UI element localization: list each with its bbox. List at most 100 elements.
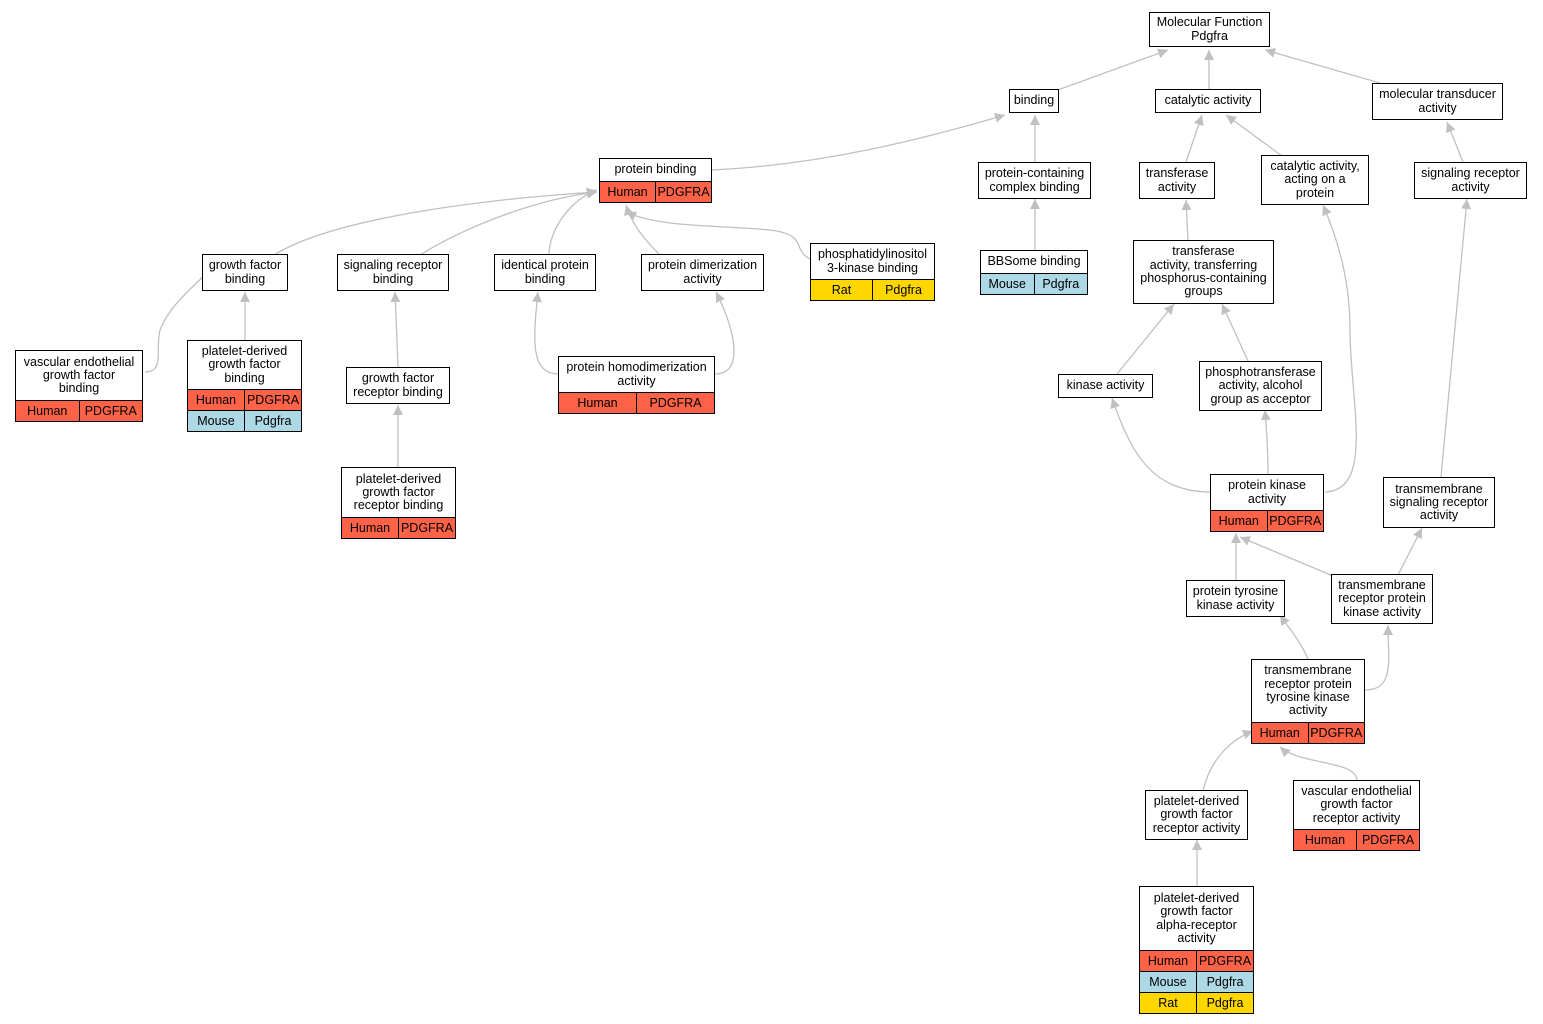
node-label: identical protein binding xyxy=(495,255,595,290)
label-line: growth factor xyxy=(208,258,282,273)
node-pdgf-binding[interactable]: platelet-derived growth factor binding H… xyxy=(187,340,302,432)
node-binding[interactable]: binding xyxy=(1009,89,1059,113)
node-signaling-receptor-activity[interactable]: signaling receptor activity xyxy=(1414,162,1527,199)
node-label: transferase activity xyxy=(1140,163,1214,198)
node-signaling-receptor-binding[interactable]: signaling receptor binding xyxy=(337,254,449,291)
label-line: phosphorus-containing xyxy=(1140,271,1267,285)
edge-sigbind-to-protein xyxy=(419,188,598,256)
label-line: platelet-derived xyxy=(1153,890,1240,905)
gene-cell: PDGFRA xyxy=(1307,723,1364,743)
label-line: receptor protein xyxy=(1338,591,1426,606)
node-transmembrane-signaling-receptor-activity[interactable]: transmembrane signaling receptor activit… xyxy=(1383,477,1495,528)
gene-cell: Pdgfra xyxy=(1196,993,1253,1013)
species-cell: Human xyxy=(16,401,79,421)
label-line: growth factor xyxy=(361,371,435,386)
gene-cell: Pdgfra xyxy=(872,280,934,300)
node-identical-protein-binding[interactable]: identical protein binding xyxy=(494,254,596,291)
label-line: growth factor xyxy=(208,357,281,372)
label-line: binding xyxy=(372,271,414,286)
label-line: activity xyxy=(1177,930,1216,945)
label-line: growth factor xyxy=(1320,797,1393,812)
edge-vegf-to-gf xyxy=(144,264,216,373)
species-row-human: Human PDGFRA xyxy=(1211,510,1323,531)
label-line: protein binding xyxy=(614,162,697,177)
label-line: alpha-receptor xyxy=(1156,917,1237,932)
species-cell: Human xyxy=(559,393,636,413)
node-protein-binding[interactable]: protein binding Human PDGFRA xyxy=(599,158,712,203)
species-row-mouse: Mouse Pdgfra xyxy=(1140,971,1253,992)
node-transferase-activity[interactable]: transferase activity xyxy=(1139,162,1215,199)
label-line: activity xyxy=(1418,100,1457,115)
node-protein-tyrosine-kinase-activity[interactable]: protein tyrosine kinase activity xyxy=(1186,580,1285,617)
node-label: signaling receptor binding xyxy=(338,255,448,290)
label-line: receptor activity xyxy=(1312,810,1401,825)
label-line: acting on a xyxy=(1284,172,1346,187)
node-transmembrane-receptor-protein-kinase[interactable]: transmembrane receptor protein kinase ac… xyxy=(1331,574,1433,624)
label-line: activity xyxy=(683,271,722,286)
edge-rtk-to-trpk xyxy=(1364,624,1394,691)
node-label: vascular endothelial growth factor recep… xyxy=(1294,781,1419,829)
species-cell: Mouse xyxy=(981,274,1034,294)
species-cell: Rat xyxy=(1140,993,1196,1013)
species-row-human: Human PDGFRA xyxy=(600,181,711,202)
node-label: molecular transducer activity xyxy=(1373,84,1502,119)
label-line: phosphatidylinositol xyxy=(817,247,928,262)
node-protein-containing-complex-binding[interactable]: protein-containing complex binding xyxy=(978,162,1091,199)
node-transmembrane-receptor-tyrosine-kinase[interactable]: transmembrane receptor protein tyrosine … xyxy=(1251,659,1365,744)
node-protein-homodimerization-activity[interactable]: protein homodimerization activity Human … xyxy=(558,356,715,414)
label-line: groups xyxy=(1184,284,1223,299)
label-line: receptor activity xyxy=(1152,820,1241,835)
label-line: protein tyrosine xyxy=(1192,584,1279,599)
edge-homodimer-to-identical xyxy=(531,291,560,375)
node-phosphotransferase-alcohol[interactable]: phosphotransferase activity, alcohol gro… xyxy=(1199,361,1322,411)
label-line: tyrosine kinase xyxy=(1266,690,1350,704)
node-bbsome-binding[interactable]: BBSome binding Mouse Pdgfra xyxy=(980,250,1088,295)
label-line: 3-kinase binding xyxy=(826,260,919,275)
node-molecular-transducer-activity[interactable]: molecular transducer activity xyxy=(1372,83,1503,120)
node-label: platelet-derived growth factor receptor … xyxy=(342,468,455,517)
label-line: receptor protein xyxy=(1264,676,1352,691)
node-protein-kinase-activity[interactable]: protein kinase activity Human PDGFRA xyxy=(1210,474,1324,532)
edge-gfbinding-to-protein xyxy=(273,187,598,256)
label-line: identical protein xyxy=(501,258,589,273)
label-line: BBSome binding xyxy=(987,254,1081,269)
label-line: platelet-derived xyxy=(355,471,442,486)
node-label: signaling receptor activity xyxy=(1415,163,1526,198)
node-label: catalytic activity, acting on a protein xyxy=(1262,156,1368,204)
gene-cell: PDGFRA xyxy=(636,393,714,413)
node-growth-factor-receptor-binding[interactable]: growth factor receptor binding xyxy=(346,367,450,404)
label-line: activity xyxy=(1451,179,1490,194)
label-line: signaling receptor xyxy=(343,258,443,273)
node-label: Molecular Function Pdgfra xyxy=(1150,13,1269,46)
label-line: molecular transducer xyxy=(1379,87,1496,102)
node-kinase-activity[interactable]: kinase activity xyxy=(1058,374,1153,398)
node-label: protein-containing complex binding xyxy=(979,163,1090,198)
edge-trpk-to-pk xyxy=(1239,536,1334,577)
label-line: growth factor xyxy=(42,367,116,382)
gene-cell: PDGFRA xyxy=(78,401,142,421)
node-protein-dimerization-activity[interactable]: protein dimerization activity xyxy=(641,254,764,291)
node-vegf-receptor-activity[interactable]: vascular endothelial growth factor recep… xyxy=(1293,780,1420,851)
label-line: protein xyxy=(1295,185,1335,200)
species-row-human: Human PDGFRA xyxy=(559,392,714,413)
label-line: activity xyxy=(1157,179,1197,194)
node-vegf-binding[interactable]: vascular endothelial growth factor bindi… xyxy=(15,350,143,422)
node-phosphatidylinositol-3-kinase-binding[interactable]: phosphatidylinositol 3-kinase binding Ra… xyxy=(810,243,935,301)
node-pdgf-alpha-receptor-activity[interactable]: platelet-derived growth factor alpha-rec… xyxy=(1139,886,1254,1014)
node-label: protein dimerization activity xyxy=(642,255,763,290)
label-line: kinase activity xyxy=(1196,597,1275,612)
node-label: phosphatidylinositol 3-kinase binding xyxy=(811,244,934,279)
edge-kinase-to-transphos xyxy=(1116,303,1175,375)
node-catalytic-activity-acting-on-protein[interactable]: catalytic activity, acting on a protein xyxy=(1261,155,1369,205)
node-molecular-function-root[interactable]: Molecular Function Pdgfra xyxy=(1149,12,1270,47)
node-label: growth factor binding xyxy=(203,255,287,290)
node-catalytic-activity[interactable]: catalytic activity xyxy=(1155,89,1261,113)
label-line: transferase xyxy=(1172,244,1235,259)
gene-cell: PDGFRA xyxy=(1356,830,1419,850)
node-growth-factor-binding[interactable]: growth factor binding xyxy=(202,254,288,291)
node-pdgf-receptor-binding[interactable]: platelet-derived growth factor receptor … xyxy=(341,467,456,539)
label-line: group as acceptor xyxy=(1210,391,1311,406)
node-transferase-transferring-phosphorus[interactable]: transferase activity, transferring phosp… xyxy=(1133,240,1274,304)
node-pdgf-receptor-activity[interactable]: platelet-derived growth factor receptor … xyxy=(1145,790,1248,840)
